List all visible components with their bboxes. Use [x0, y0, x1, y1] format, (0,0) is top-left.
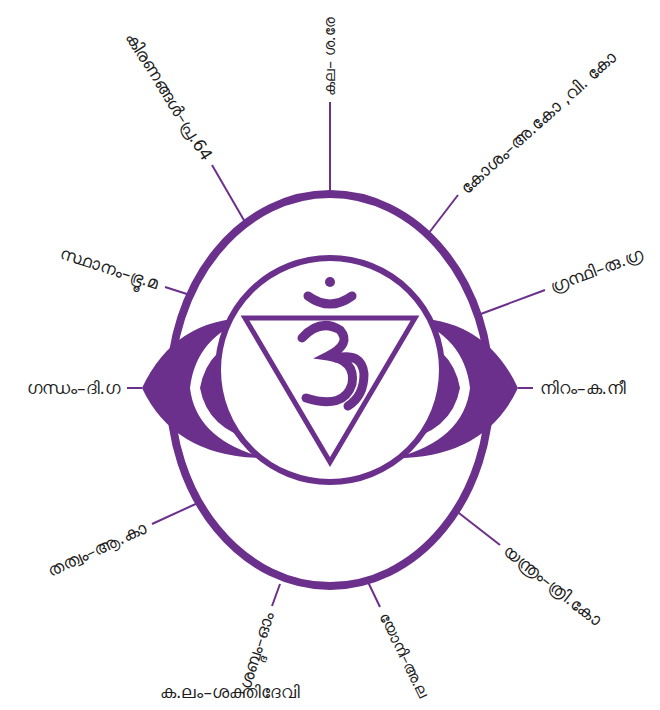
triangle: [245, 318, 415, 462]
attribute-label: കല– ശ.രേ: [321, 15, 340, 97]
attribute-label: ശബ്ദം–ഓം: [234, 608, 280, 694]
attribute-label: ക.ലം–ശക്തിദേവി: [158, 682, 302, 703]
om-symbol: [302, 296, 364, 406]
attribute-label: ഗ്രന്ഥി–രു.ഗ്ര: [546, 243, 648, 298]
outer-ring: [170, 194, 490, 586]
attribute-label: കിരണങ്ങൾ–പ്ര.64: [120, 27, 218, 167]
attribute-label: നിറം–ക.നീ: [538, 378, 628, 399]
attribute-label: സ്ഥാനം–ഭ്രൂ.മ: [55, 242, 163, 295]
inner-circle: [218, 258, 442, 482]
attribute-label: കോശം–അ.കോ ,വി. കോ: [455, 45, 623, 200]
attribute-label: തത്വം–ആ.കാ: [42, 517, 151, 583]
attribute-label: യോനി–അ.ല: [373, 608, 433, 703]
om-dot: [325, 277, 335, 287]
attribute-label: ഗന്ധം–ദി.ഗ: [25, 378, 122, 399]
attribute-label: യന്ത്രം–ത്രി.കോ: [497, 540, 607, 632]
